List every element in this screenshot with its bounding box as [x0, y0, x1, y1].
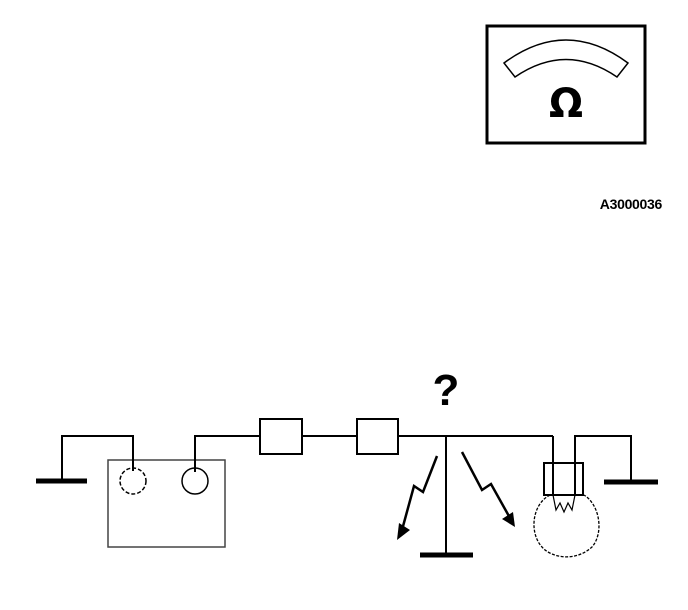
question-mark: ?: [433, 366, 460, 415]
bulb-socket: [543, 462, 584, 496]
short-arrow-right: [460, 451, 515, 527]
bulb: [533, 462, 600, 558]
bulb-glass: [533, 494, 600, 558]
main-wire: [194, 435, 554, 472]
ground-right: [574, 435, 658, 485]
fuse-2: [356, 418, 399, 455]
ground-middle: [420, 436, 473, 558]
bulb-filament: [552, 494, 576, 514]
battery-terminal-left: [119, 467, 147, 495]
figure-code: A3000036: [599, 196, 663, 212]
fuse-1: [259, 418, 303, 455]
battery: [107, 436, 226, 548]
ohmmeter-scale-arc: [502, 39, 630, 79]
ohmmeter: Ω: [485, 24, 647, 145]
short-arrow-left: [397, 455, 439, 540]
ohm-symbol: Ω: [549, 81, 583, 127]
